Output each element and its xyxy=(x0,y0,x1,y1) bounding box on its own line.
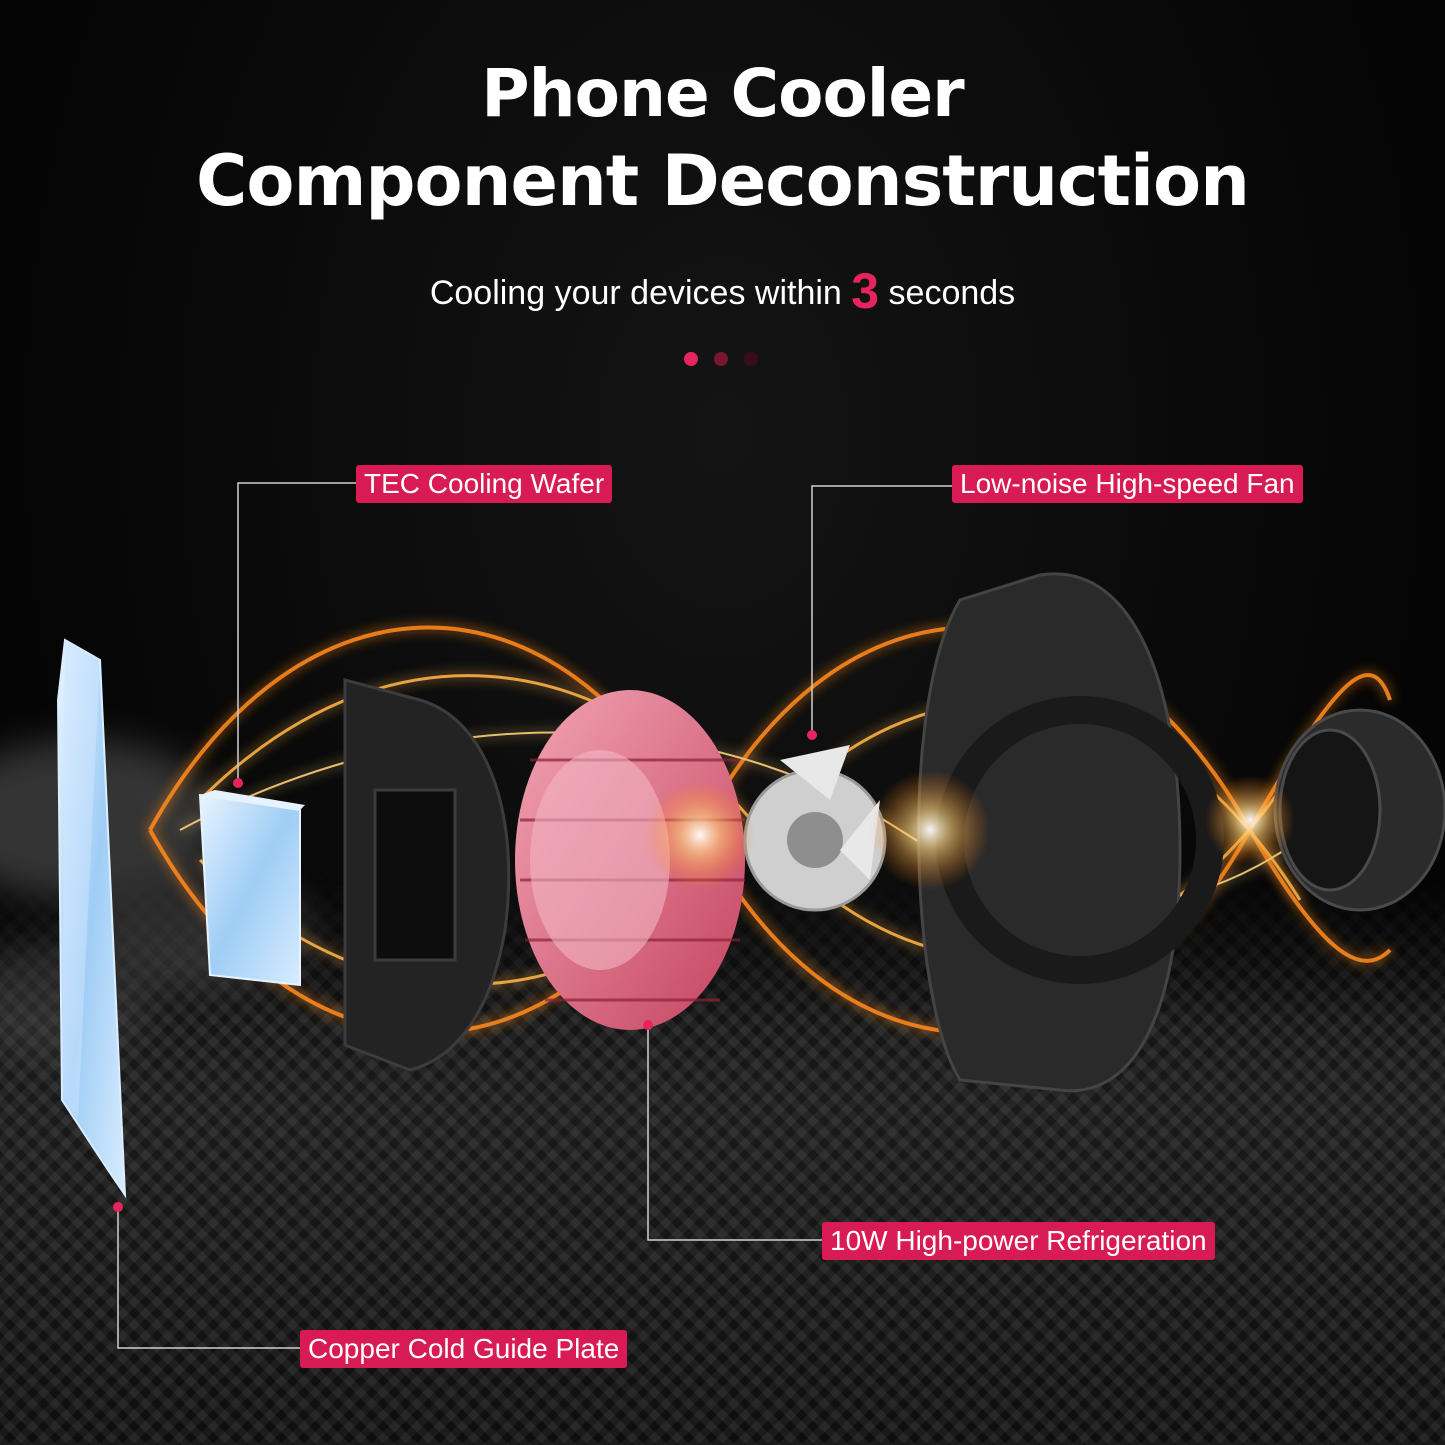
callout-line-fan xyxy=(811,485,952,735)
callout-line-tec xyxy=(237,482,356,783)
subtitle-text-after: seconds xyxy=(888,274,1016,312)
callout-anchor-dots xyxy=(113,730,817,1212)
callout-line-copper xyxy=(117,1207,300,1349)
knob-part xyxy=(1273,708,1445,912)
fan-part xyxy=(743,745,887,912)
pagination-dot[interactable] xyxy=(744,352,758,366)
subtitle-highlight-number: 3 xyxy=(851,263,880,319)
copper-cold-guide-plate-part xyxy=(56,638,127,1199)
label-high-power-refrigeration: 10W High-power Refrigeration xyxy=(822,1222,1215,1260)
callout-lines xyxy=(117,482,952,1349)
light-flare xyxy=(870,770,990,890)
label-copper-cold-guide-plate: Copper Cold Guide Plate xyxy=(300,1330,628,1368)
light-flare xyxy=(645,780,755,890)
subtitle: Cooling your devices within 3 seconds xyxy=(0,262,1445,320)
pagination-dot[interactable] xyxy=(714,352,728,366)
tec-wafer-part xyxy=(198,790,305,987)
label-low-noise-fan: Low-noise High-speed Fan xyxy=(952,465,1303,503)
bracket-frame-part xyxy=(343,678,511,1072)
callout-line-refrigeration xyxy=(647,1025,822,1241)
label-tec-cooling-wafer: TEC Cooling Wafer xyxy=(356,465,613,503)
heatsink-part xyxy=(515,690,745,1030)
subtitle-text-before: Cooling your devices within xyxy=(429,274,842,312)
title-line-2: Component Deconstruction xyxy=(196,140,1250,222)
pagination-dot-active[interactable] xyxy=(684,352,698,366)
pagination-dots xyxy=(684,352,758,366)
title-line-1: Phone Cooler xyxy=(481,55,964,132)
light-flare xyxy=(1205,775,1295,865)
